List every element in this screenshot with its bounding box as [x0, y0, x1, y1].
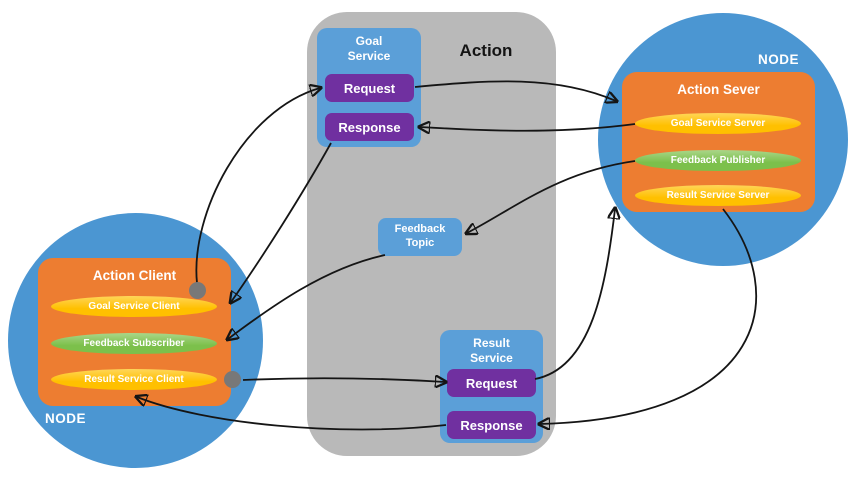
feedback-topic-title: Feedback Topic	[378, 223, 462, 251]
goal-service-server-pill: Goal Service Server	[635, 113, 801, 134]
feedback-subscriber-pill: Feedback Subscriber	[51, 333, 217, 354]
goal-service-client-pill: Goal Service Client	[51, 296, 217, 317]
goal-service-title-line1: Goal	[355, 34, 383, 48]
feedback-topic-box: Feedback Topic	[378, 218, 462, 256]
result-service-title: Result Service	[440, 330, 543, 366]
result-service-title-line1: Result	[473, 336, 510, 350]
goal-request-button: Request	[325, 74, 414, 102]
result-service-client-pill: Result Service Client	[51, 369, 217, 390]
server-node-label: NODE	[758, 52, 800, 67]
result-request-button: Request	[447, 369, 536, 397]
goal-service-box: Goal Service Request Response	[317, 28, 421, 147]
action-server-title: Action Sever	[677, 82, 760, 97]
goal-service-title: Goal Service	[317, 28, 421, 64]
result-connection-dot	[224, 371, 241, 388]
action-server-box: Action Sever Goal Service Server Feedbac…	[622, 72, 815, 212]
feedback-topic-title-line2: Topic	[405, 237, 435, 249]
result-service-box: Result Service Request Response	[440, 330, 543, 443]
result-response-button: Response	[447, 411, 536, 439]
goal-service-title-line2: Service	[347, 49, 391, 63]
feedback-topic-title-line1: Feedback	[394, 223, 446, 236]
goal-connection-dot	[189, 282, 206, 299]
client-node-label: NODE	[45, 411, 87, 426]
feedback-publisher-pill: Feedback Publisher	[635, 150, 801, 171]
action-title: Action	[459, 41, 513, 60]
action-client-box: Action Client Goal Service Client Feedba…	[38, 258, 231, 406]
result-service-server-pill: Result Service Server	[635, 185, 801, 206]
goal-response-button: Response	[325, 113, 414, 141]
result-service-title-line2: Service	[470, 351, 513, 365]
action-client-title: Action Client	[92, 268, 177, 283]
